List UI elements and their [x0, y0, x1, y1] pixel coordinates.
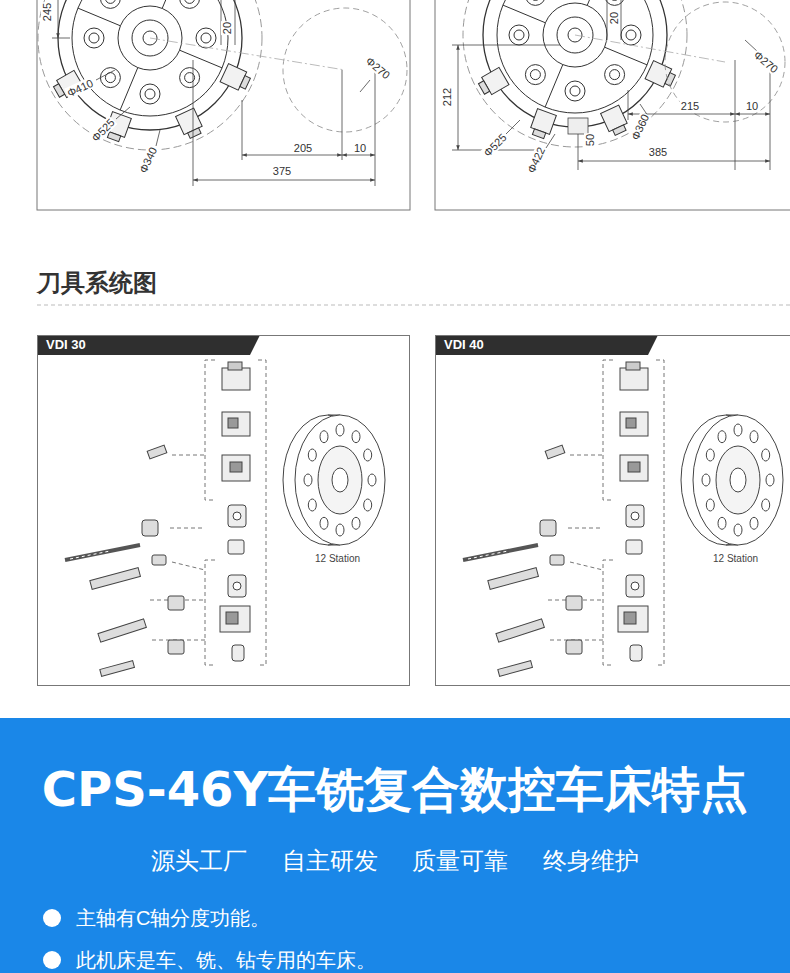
- turret-layout-left: [52, 0, 407, 186]
- panel-tab-label: VDI 40: [444, 337, 484, 353]
- dimension-label: 20: [608, 11, 620, 25]
- section-heading: 刀具系统图: [37, 268, 157, 298]
- turret-layout-left: [283, 8, 407, 132]
- vdi-tooling-drawing: [463, 360, 783, 676]
- turret-layout-left: [156, 130, 160, 146]
- station-label: 12 Station: [313, 553, 362, 565]
- turret-layout-left: [242, 155, 342, 156]
- top-drawing-frames: [37, 0, 410, 210]
- section-divider: [37, 305, 790, 306]
- turret-layout-right: [735, 114, 770, 115]
- dimension-label: 375: [272, 165, 292, 177]
- turret-layout-right: [735, 60, 736, 170]
- tool-system-panel: VDI 30 12 Station: [37, 335, 410, 686]
- dimension-label: 10: [745, 100, 759, 112]
- turret-drawing: [463, 0, 687, 147]
- feature-bullet: 主轴有C轴分度功能。: [76, 905, 270, 931]
- turret-layout-left: [52, 38, 70, 39]
- turret-layout-right: [506, 120, 520, 134]
- turret-drawing: [38, 0, 262, 150]
- turret-layout-left: [96, 70, 115, 80]
- turret-layout-right: [578, 161, 770, 162]
- dimension-label: 245: [41, 2, 53, 22]
- turret-layout-right: [628, 90, 629, 120]
- turret-layout-right: [578, 134, 579, 170]
- dimension-label: Φ422: [524, 144, 547, 175]
- turret-layout-left: [242, 100, 243, 160]
- panel-tab-label: VDI 30: [46, 337, 86, 353]
- dimension-label: 212: [441, 87, 453, 107]
- turret-layout-right: [575, 35, 725, 62]
- dimension-label: Φ340: [136, 144, 159, 175]
- turret-layout-left: [58, 0, 59, 38]
- turret-layout-left: [38, 0, 407, 186]
- dimension-label: Φ410: [64, 76, 95, 99]
- turret-layout-right: [770, 60, 771, 170]
- turret-layout-left: [342, 155, 375, 156]
- dimension-label: 20: [221, 21, 233, 35]
- turret-layout-left: [116, 107, 130, 119]
- dimension-label: Φ270: [751, 48, 781, 76]
- station-label: 12 Station: [711, 553, 760, 565]
- turret-layout-right: [621, 0, 622, 40]
- dimension-label: 50: [584, 133, 596, 147]
- dimension-label: 215: [680, 100, 700, 112]
- feature-band: CPS-46Y车铣复合数控车床特点源头工厂 自主研发 质量可靠 终身维护主轴有C…: [0, 718, 790, 973]
- turret-layout-left: [342, 70, 343, 160]
- dimension-label: Φ525: [88, 115, 117, 144]
- turret-layout-left: [193, 180, 375, 181]
- dimension-label: 205: [293, 142, 313, 154]
- turret-layout-right: [452, 0, 785, 170]
- turret-layout-left: [193, 60, 194, 186]
- turret-layout-right: [568, 118, 588, 134]
- band-heading: CPS-46Y车铣复合数控车床特点: [42, 760, 748, 818]
- turret-layout-right: [546, 134, 555, 148]
- panel-tab: [37, 335, 260, 355]
- turret-layout-right: [452, 0, 785, 170]
- turret-layout-left: [360, 80, 370, 92]
- turret-layout-left: [235, 0, 236, 45]
- dimension-label: Φ270: [363, 54, 393, 82]
- feature-bullet: 此机床是车、铣、钻专用的车床。: [76, 947, 376, 973]
- turret-layout-left: [150, 38, 345, 70]
- dimension-label: Φ525: [480, 130, 509, 159]
- panel-tab: [435, 335, 658, 355]
- turret-layout-right: [452, 45, 560, 46]
- tool-system-panel: VDI 40 12 Station: [435, 335, 790, 686]
- top-drawing-frames: [435, 0, 790, 210]
- band-subtitle: 源头工厂 自主研发 质量可靠 终身维护: [151, 846, 639, 876]
- turret-layout-right: [458, 45, 459, 150]
- dimension-label: Φ360: [628, 111, 651, 142]
- turret-layout-left: [375, 70, 376, 186]
- dimension-label: 385: [648, 146, 668, 158]
- vdi-tooling-drawing: [65, 360, 385, 676]
- dimension-label: 10: [353, 142, 367, 154]
